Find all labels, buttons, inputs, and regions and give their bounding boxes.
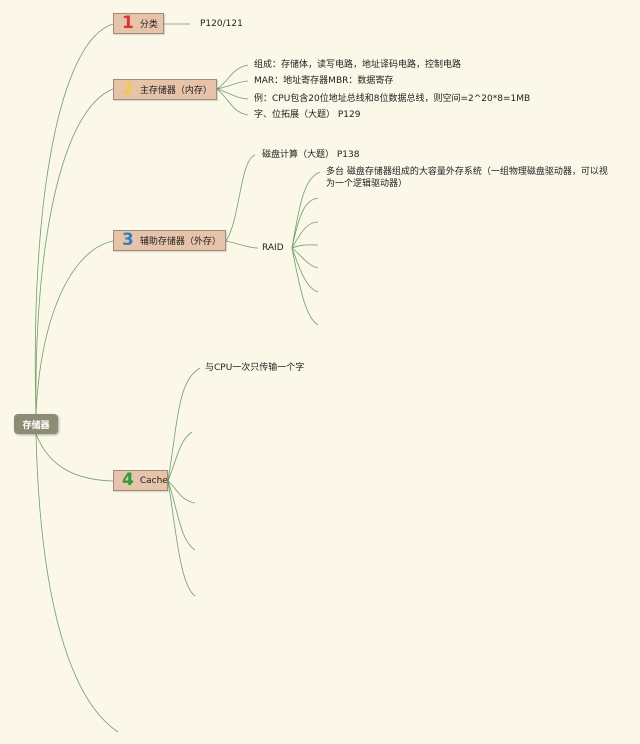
topic-label: Cache [139, 475, 168, 486]
edge-raid-5 [291, 247, 319, 269]
disk-calculation-item[interactable]: 磁盘计算（大题） P138 [262, 150, 360, 160]
page-ref[interactable]: P120/121 [200, 19, 243, 29]
edge-raid-3 [291, 221, 319, 249]
number-3-icon: 3 [122, 230, 134, 250]
edge-topic2-item3 [216, 88, 249, 100]
topic-label: 辅助存储器（外存） [139, 237, 221, 247]
root-label: 存储器 [22, 420, 50, 431]
topic-classification[interactable]: 1 分类 [113, 13, 164, 34]
edge-raid-4 [291, 244, 319, 249]
cache-item[interactable]: 与CPU一次只传输一个字 [205, 363, 305, 373]
main-memory-item[interactable]: 例：CPU包含20位地址总线和8位数据总线，则空间=2^20*8=1MB [254, 94, 531, 104]
number-1-icon: 1 [122, 13, 134, 33]
edge-topic4-4 [167, 480, 196, 551]
edge-raid-6 [291, 247, 319, 293]
raid-description[interactable]: 多台 磁盘存储器组成的大容量外存系统（一组物理磁盘驱动器，可以视为一个逻辑驱动器… [326, 167, 608, 189]
topic-main-memory[interactable]: 2 主存储器（内存） [113, 79, 217, 100]
edge-topic3-raid [225, 240, 259, 249]
edge-topic4-3 [167, 480, 196, 504]
edge-raid-1 [291, 171, 321, 249]
main-memory-item[interactable]: 组成：存储体，读写电路，地址译码电路，控制电路 [254, 60, 462, 70]
topic-label: 分类 [139, 20, 158, 30]
edge-topic4-2 [167, 431, 193, 482]
number-2-icon: 2 [122, 79, 134, 99]
edge-topic4-5 [167, 480, 196, 597]
edge-topic2-item1 [216, 64, 249, 90]
edge-root-topic1 [34, 23, 114, 415]
edge-root-extra [35, 433, 119, 733]
edge-topic4-1 [167, 367, 201, 482]
edge-raid-7 [291, 247, 319, 326]
edge-root-topic4 [35, 433, 114, 482]
edge-root-topic3 [35, 240, 114, 415]
main-memory-item[interactable]: 字、位拓展（大题） P129 [254, 110, 361, 120]
topic-label: 主存储器（内存） [139, 86, 212, 96]
root-node[interactable]: 存储器 [14, 414, 58, 434]
number-4-icon: 4 [122, 470, 134, 490]
topic-cache[interactable]: 4 Cache [113, 470, 168, 491]
main-memory-item[interactable]: MAR：地址寄存器MBR：数据寄存 [254, 76, 394, 86]
edge-topic3-disk [225, 154, 256, 242]
edge-topic2-item2 [216, 80, 249, 90]
topic-secondary-storage[interactable]: 3 辅助存储器（外存） [113, 230, 226, 251]
raid-item[interactable]: RAID [262, 243, 284, 253]
edge-topic2-item4 [216, 88, 249, 116]
edge-raid-2 [291, 197, 319, 249]
edge-root-topic2 [35, 88, 114, 415]
